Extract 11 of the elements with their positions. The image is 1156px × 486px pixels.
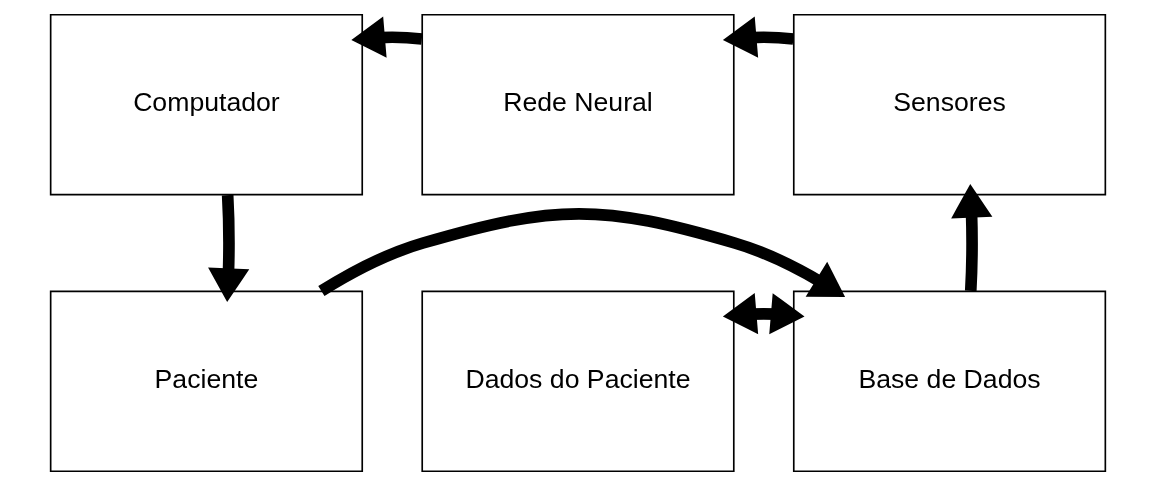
node-box: Sensores — [792, 13, 1107, 196]
arrow — [318, 208, 846, 297]
arrow — [722, 293, 805, 335]
arrow — [208, 194, 250, 303]
node-box: Dados do Paciente — [421, 290, 735, 473]
node-box: Rede Neural — [421, 13, 735, 196]
node-box: Computador — [49, 13, 364, 196]
arrow — [351, 16, 423, 58]
arrow — [951, 183, 993, 292]
node-box: Base de Dados — [792, 290, 1107, 473]
node-box: Paciente — [49, 290, 364, 473]
